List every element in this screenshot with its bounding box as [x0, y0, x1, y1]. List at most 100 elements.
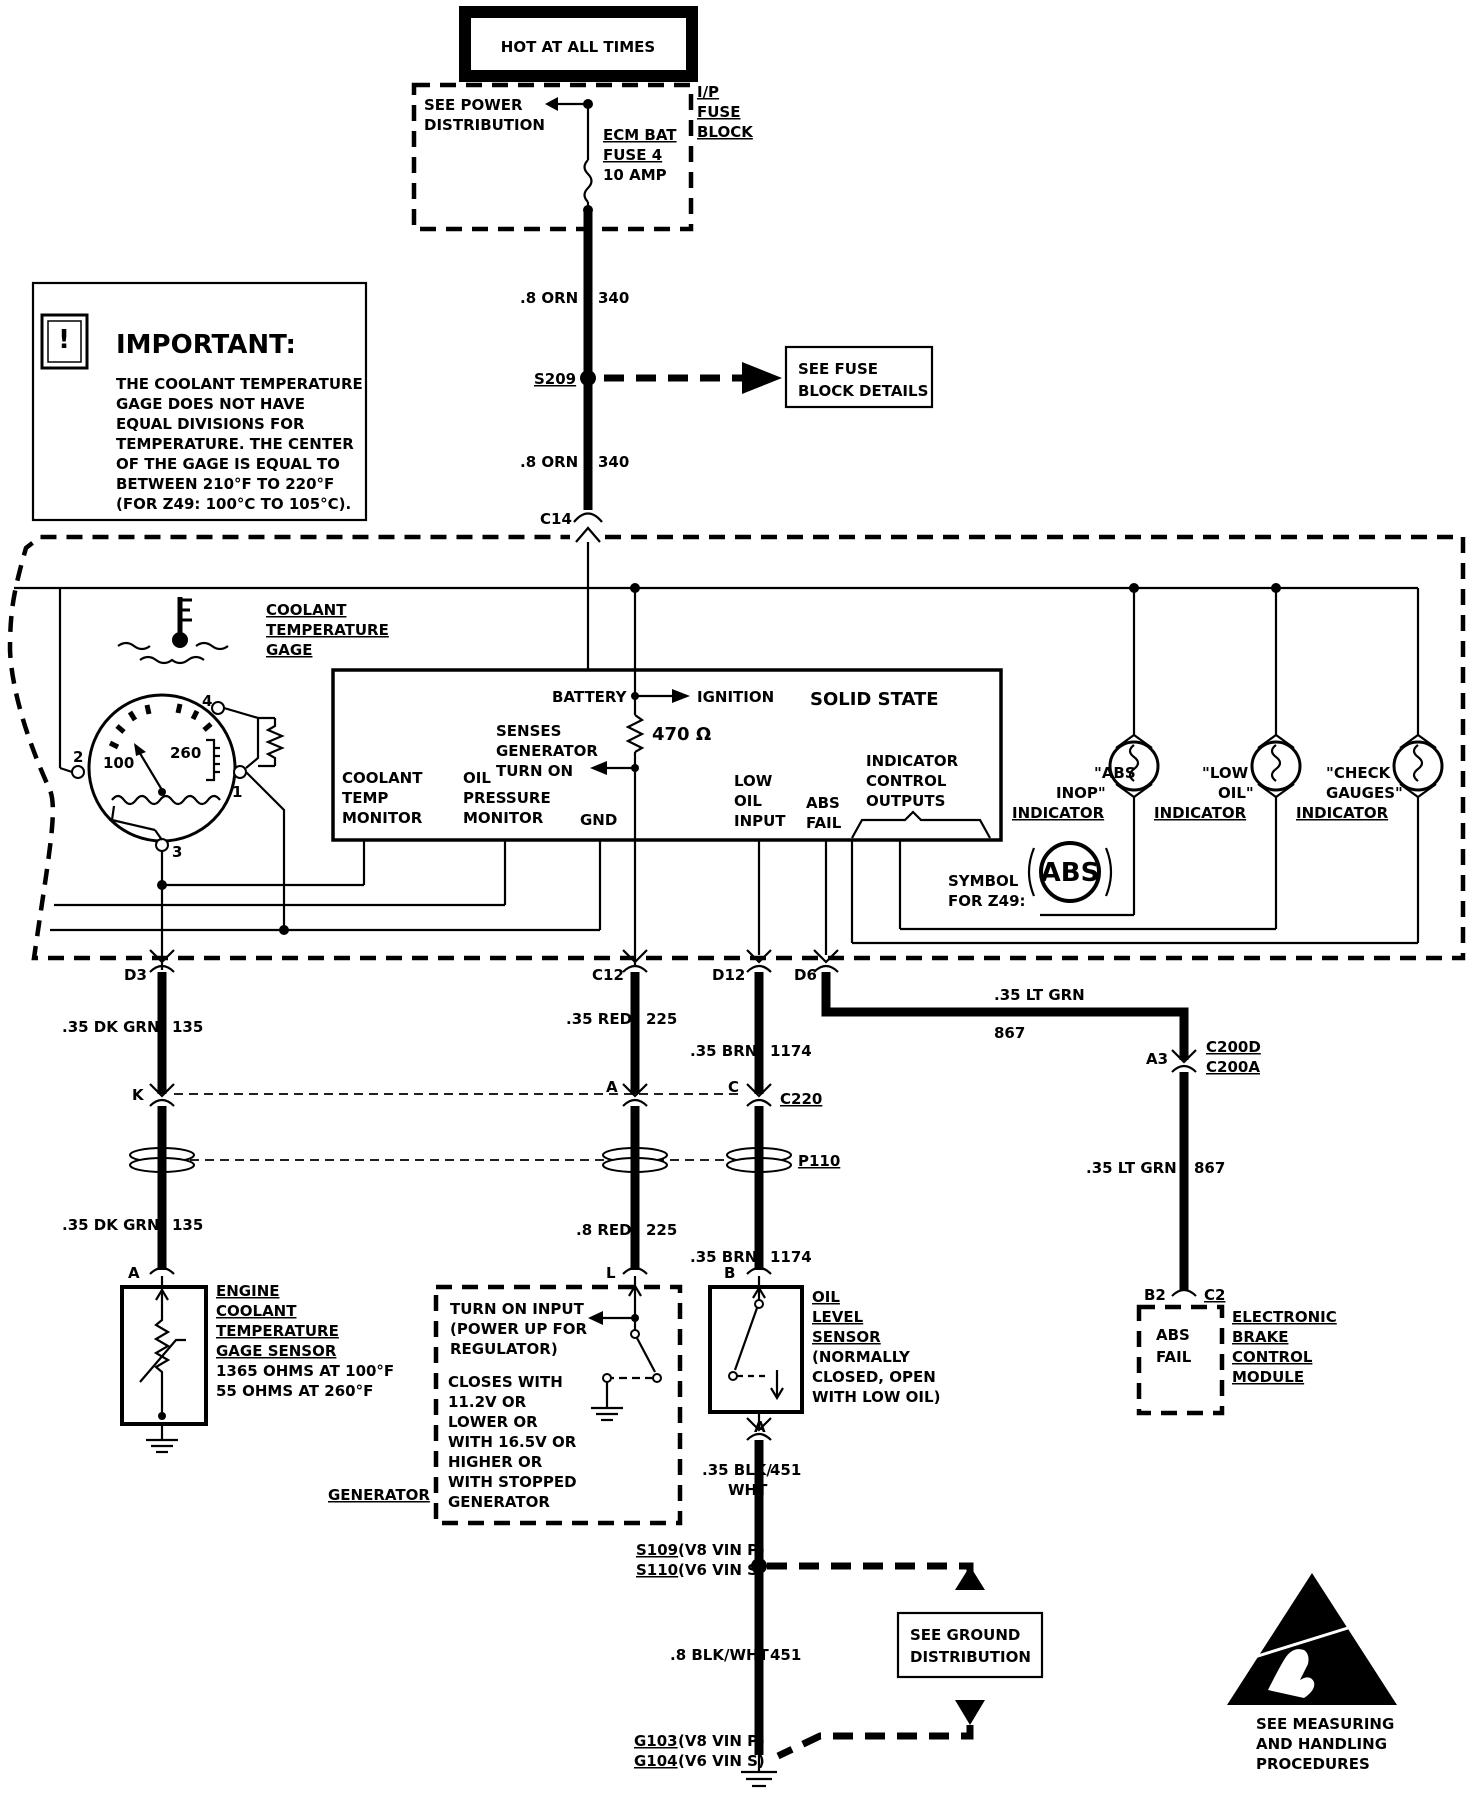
svg-text:CONTROL: CONTROL	[1232, 1348, 1313, 1366]
svg-text:BRAKE: BRAKE	[1232, 1328, 1288, 1346]
svg-text:C2: C2	[1204, 1286, 1225, 1304]
svg-text:MODULE: MODULE	[1232, 1368, 1304, 1386]
svg-text:WITH LOW OIL): WITH LOW OIL)	[812, 1388, 940, 1406]
svg-text:DISTRIBUTION: DISTRIBUTION	[910, 1648, 1031, 1666]
svg-text:55 OHMS AT 260°F: 55 OHMS AT 260°F	[216, 1382, 373, 1400]
svg-text:C: C	[728, 1078, 739, 1096]
svg-text:INDICATOR: INDICATOR	[1012, 804, 1105, 822]
svg-text:TEMPERATURE. THE CENTER: TEMPERATURE. THE CENTER	[116, 435, 354, 453]
oil-level-switch	[733, 1307, 759, 1371]
svg-text:D6: D6	[794, 966, 817, 984]
svg-text:K: K	[132, 1086, 145, 1104]
svg-text:10 AMP: 10 AMP	[603, 166, 667, 184]
svg-text:FUSE: FUSE	[697, 103, 740, 121]
svg-text:TURN ON: TURN ON	[496, 762, 573, 780]
svg-text:EQUAL DIVISIONS FOR: EQUAL DIVISIONS FOR	[116, 415, 305, 433]
svg-text:LOWER OR: LOWER OR	[448, 1413, 538, 1431]
ebcm-box	[1136, 1304, 1225, 1416]
svg-text:135: 135	[172, 1018, 203, 1036]
svg-text:SENSOR: SENSOR	[812, 1328, 881, 1346]
svg-text:"LOW: "LOW	[1202, 764, 1249, 782]
svg-text:S209: S209	[534, 370, 576, 388]
svg-text:BLOCK: BLOCK	[697, 123, 754, 141]
warning-icon	[40, 313, 89, 370]
svg-text:ELECTRONIC: ELECTRONIC	[1232, 1308, 1337, 1326]
svg-text:C200D: C200D	[1206, 1038, 1261, 1056]
resistor-icon	[258, 716, 285, 768]
svg-text:FUSE 4: FUSE 4	[603, 146, 662, 164]
svg-text:CONTROL: CONTROL	[866, 772, 947, 790]
regulator-switch	[636, 1337, 656, 1373]
svg-text:.8 BLK/WHT: .8 BLK/WHT	[670, 1646, 770, 1664]
svg-text:A3: A3	[1146, 1050, 1168, 1068]
svg-text:1365 OHMS AT 100°F: 1365 OHMS AT 100°F	[216, 1362, 394, 1380]
arrow-icon	[742, 362, 782, 394]
svg-text:.35 LT GRN: .35 LT GRN	[1086, 1159, 1177, 1177]
svg-text:.8 RED: .8 RED	[576, 1221, 632, 1239]
arrow-icon	[590, 761, 607, 775]
svg-text:.8 ORN: .8 ORN	[520, 453, 578, 471]
coolant-gage-title: COOLANT	[266, 601, 347, 619]
svg-text:OIL: OIL	[734, 792, 762, 810]
svg-text:COOLANT: COOLANT	[342, 769, 423, 787]
svg-text:(NORMALLY: (NORMALLY	[812, 1348, 911, 1366]
svg-text:GENERATOR: GENERATOR	[448, 1493, 550, 1511]
svg-text:1: 1	[232, 783, 242, 801]
svg-text:WITH 16.5V OR: WITH 16.5V OR	[448, 1433, 577, 1451]
svg-text:.35 RED: .35 RED	[566, 1010, 632, 1028]
hot-at-all-times-label: HOT AT ALL TIMES	[501, 38, 655, 56]
svg-text:3: 3	[172, 843, 182, 861]
svg-text:OUTPUTS: OUTPUTS	[866, 792, 945, 810]
svg-text:TEMPERATURE: TEMPERATURE	[266, 621, 389, 639]
svg-text:ABS: ABS	[1041, 858, 1100, 888]
connector-c14: C14	[540, 510, 572, 528]
svg-text:2: 2	[73, 748, 83, 766]
svg-text:225: 225	[646, 1010, 677, 1028]
svg-text:340: 340	[598, 289, 629, 307]
see-ground-distribution-box	[896, 1611, 1044, 1679]
svg-text:(V8 VIN P): (V8 VIN P)	[678, 1541, 765, 1559]
svg-text:G103: G103	[634, 1732, 678, 1750]
svg-text:PROCEDURES: PROCEDURES	[1256, 1755, 1370, 1773]
arrow-icon	[672, 689, 690, 703]
ip-fuse-block-box	[411, 82, 694, 232]
svg-text:(V6 VIN S): (V6 VIN S)	[678, 1752, 765, 1770]
svg-text:(V8 VIN P): (V8 VIN P)	[678, 1732, 765, 1750]
svg-text:GND: GND	[580, 811, 617, 829]
esd-warning-icon	[1227, 1573, 1397, 1705]
abs-symbol-icon: ABS	[1027, 841, 1113, 903]
svg-text:S110: S110	[636, 1561, 678, 1579]
svg-text:135: 135	[172, 1216, 203, 1234]
gage-needle	[137, 749, 163, 791]
svg-text:THE COOLANT TEMPERATURE: THE COOLANT TEMPERATURE	[116, 375, 363, 393]
svg-text:225: 225	[646, 1221, 677, 1239]
thermometer-icon	[117, 597, 229, 665]
svg-text:TEMP: TEMP	[342, 789, 388, 807]
svg-text:CLOSED, OPEN: CLOSED, OPEN	[812, 1368, 936, 1386]
svg-text:REGULATOR): REGULATOR)	[450, 1340, 558, 1358]
svg-text:D12: D12	[712, 966, 745, 984]
svg-text:GAGE DOES NOT HAVE: GAGE DOES NOT HAVE	[116, 395, 305, 413]
svg-text:451: 451	[770, 1646, 801, 1664]
svg-text:INDICATOR: INDICATOR	[866, 752, 959, 770]
arrow-icon	[545, 97, 558, 111]
svg-text:INDICATOR: INDICATOR	[1154, 804, 1247, 822]
solid-state-module	[331, 668, 1003, 842]
check-gauges-bulb-icon	[1392, 588, 1444, 943]
svg-text:OIL: OIL	[463, 769, 491, 787]
arrow-icon	[588, 1311, 603, 1325]
svg-text:WITH STOPPED: WITH STOPPED	[448, 1473, 577, 1491]
ground-icon	[146, 1438, 178, 1454]
svg-text:SEE FUSE: SEE FUSE	[798, 360, 878, 378]
svg-text:INDICATOR: INDICATOR	[1296, 804, 1389, 822]
svg-text:OF THE GAGE IS EQUAL TO: OF THE GAGE IS EQUAL TO	[116, 455, 340, 473]
svg-text:LEVEL: LEVEL	[812, 1308, 864, 1326]
svg-text:A: A	[606, 1078, 618, 1096]
svg-text:FAIL: FAIL	[1156, 1348, 1192, 1366]
svg-text:11.2V OR: 11.2V OR	[448, 1393, 527, 1411]
svg-text:470 Ω: 470 Ω	[652, 724, 711, 745]
svg-text:DISTRIBUTION: DISTRIBUTION	[424, 116, 545, 134]
svg-text:SEE GROUND: SEE GROUND	[910, 1626, 1020, 1644]
svg-text:PRESSURE: PRESSURE	[463, 789, 551, 807]
